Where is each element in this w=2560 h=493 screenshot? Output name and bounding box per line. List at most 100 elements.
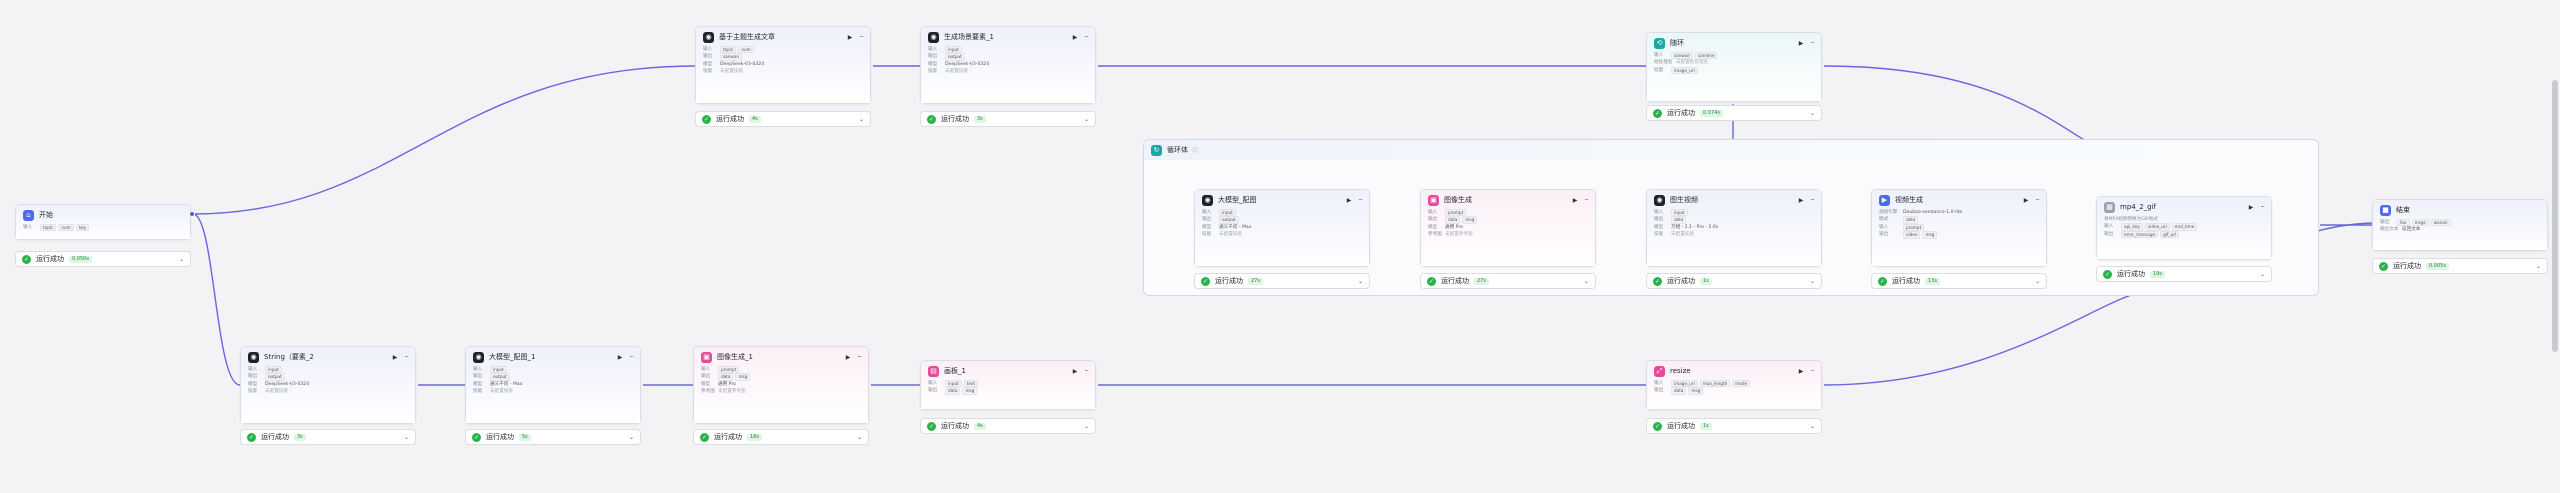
- more-icon[interactable]: ···: [1810, 196, 1815, 204]
- play-icon[interactable]: ▶: [847, 33, 853, 41]
- chevron-down-icon[interactable]: ⌄: [2259, 270, 2265, 278]
- image-icon: ▣: [701, 351, 712, 363]
- run-status[interactable]: ✓ 运行成功 19s ⌄: [2096, 266, 2272, 282]
- run-status[interactable]: ✓ 运行成功 18s ⌄: [693, 429, 869, 445]
- llm-icon: ◉: [473, 351, 484, 363]
- run-status[interactable]: ✓ 运行成功 3s ⌄: [920, 111, 1096, 127]
- home-icon: ⌂: [23, 209, 34, 221]
- chevron-down-icon[interactable]: ⌄: [1583, 277, 1589, 285]
- chevron-down-icon[interactable]: ⌄: [1083, 115, 1089, 123]
- end-icon: ■: [2380, 204, 2391, 216]
- chevron-down-icon[interactable]: ⌄: [1357, 277, 1363, 285]
- more-icon[interactable]: ···: [1810, 367, 1815, 375]
- more-icon[interactable]: ···: [404, 353, 409, 361]
- more-icon[interactable]: ···: [859, 33, 864, 41]
- run-status[interactable]: ✓ 运行成功 27s ⌄: [1194, 273, 1370, 289]
- check-icon: ✓: [1653, 108, 1662, 118]
- chevron-down-icon[interactable]: ⌄: [2034, 277, 2040, 285]
- code-icon: ⟲: [1654, 37, 1665, 49]
- run-status[interactable]: ✓ 运行成功 3s ⌄: [240, 429, 416, 445]
- chevron-down-icon[interactable]: ⌄: [403, 433, 409, 441]
- play-icon[interactable]: ▶: [1346, 196, 1352, 204]
- llm-icon: ◉: [928, 31, 939, 43]
- more-icon[interactable]: ···: [1084, 33, 1089, 41]
- llm-icon: ◉: [1202, 194, 1213, 206]
- chevron-down-icon[interactable]: ⌄: [628, 433, 634, 441]
- run-status[interactable]: ✓ 运行成功 0.050s ⌄: [15, 251, 191, 267]
- run-status[interactable]: ✓ 运行成功 4s ⌄: [695, 111, 871, 127]
- run-status[interactable]: ✓ 运行成功 5s ⌄: [465, 429, 641, 445]
- more-icon[interactable]: ···: [629, 353, 634, 361]
- output-port[interactable]: [189, 211, 195, 217]
- video-icon: ◉: [1654, 194, 1665, 206]
- play-icon[interactable]: ▶: [1798, 39, 1804, 47]
- run-status[interactable]: ✓ 运行成功 13s ⌄: [1871, 273, 2047, 289]
- run-status[interactable]: ✓ 运行成功 0.005s ⌄: [2372, 258, 2548, 274]
- chevron-down-icon[interactable]: ⌄: [856, 433, 862, 441]
- check-icon: ✓: [927, 114, 936, 124]
- more-icon[interactable]: ···: [1084, 367, 1089, 375]
- check-icon: ✓: [702, 114, 711, 124]
- vertical-scrollbar[interactable]: [2552, 80, 2558, 352]
- chevron-down-icon[interactable]: ⌄: [1809, 277, 1815, 285]
- more-icon[interactable]: ···: [1810, 39, 1815, 47]
- more-icon[interactable]: ···: [1358, 196, 1363, 204]
- chevron-down-icon[interactable]: ⌄: [858, 115, 864, 123]
- chevron-down-icon[interactable]: ⌄: [1809, 422, 1815, 430]
- plugin-icon: ▦: [2104, 201, 2115, 213]
- play-icon[interactable]: ▶: [392, 353, 398, 361]
- loop-icon: ↻: [1151, 144, 1162, 156]
- chevron-down-icon[interactable]: ⌄: [1809, 109, 1815, 117]
- more-icon[interactable]: ···: [1584, 196, 1589, 204]
- play-icon[interactable]: ▶: [845, 353, 851, 361]
- more-icon[interactable]: ···: [857, 353, 862, 361]
- check-icon: ✓: [2379, 261, 2388, 271]
- more-icon[interactable]: ···: [2035, 196, 2040, 204]
- play-icon[interactable]: ▶: [1072, 367, 1078, 375]
- check-icon: ✓: [927, 421, 936, 431]
- run-status[interactable]: ✓ 运行成功 4s ⌄: [920, 418, 1096, 434]
- llm-icon: ◉: [703, 31, 714, 43]
- more-icon[interactable]: ···: [2260, 203, 2265, 211]
- play-icon[interactable]: ▶: [2023, 196, 2029, 204]
- run-status[interactable]: ✓ 运行成功 1s ⌄: [1646, 273, 1822, 289]
- chevron-down-icon[interactable]: ⌄: [178, 255, 184, 263]
- play-icon[interactable]: ▶: [2248, 203, 2254, 211]
- node-title: 开始: [39, 211, 53, 219]
- check-icon: ✓: [1878, 276, 1887, 286]
- run-status[interactable]: ✓ 运行成功 0.074s ⌄: [1646, 105, 1822, 121]
- check-icon: ✓: [22, 254, 31, 264]
- play-icon[interactable]: ▶: [1798, 367, 1804, 375]
- play-icon[interactable]: ▶: [617, 353, 623, 361]
- check-icon: ✓: [2103, 269, 2112, 279]
- play-icon[interactable]: ▶: [1572, 196, 1578, 204]
- node-start[interactable]: ⌂ 开始 输入 topic num key: [15, 204, 191, 240]
- play-icon[interactable]: ▶: [1798, 196, 1804, 204]
- check-icon: ✓: [247, 432, 256, 442]
- play-icon[interactable]: ▶: [1072, 33, 1078, 41]
- llm-icon: ◉: [248, 351, 259, 363]
- check-icon: ✓: [1427, 276, 1436, 286]
- resize-icon: ⤢: [1654, 365, 1665, 377]
- chevron-down-icon[interactable]: ⌄: [1083, 422, 1089, 430]
- run-status[interactable]: ✓ 运行成功 1s ⌄: [1646, 418, 1822, 434]
- info-icon[interactable]: ⓘ: [1192, 147, 1199, 155]
- run-status[interactable]: ✓ 运行成功 27s ⌄: [1420, 273, 1596, 289]
- chevron-down-icon[interactable]: ⌄: [2535, 262, 2541, 270]
- check-icon: ✓: [1653, 421, 1662, 431]
